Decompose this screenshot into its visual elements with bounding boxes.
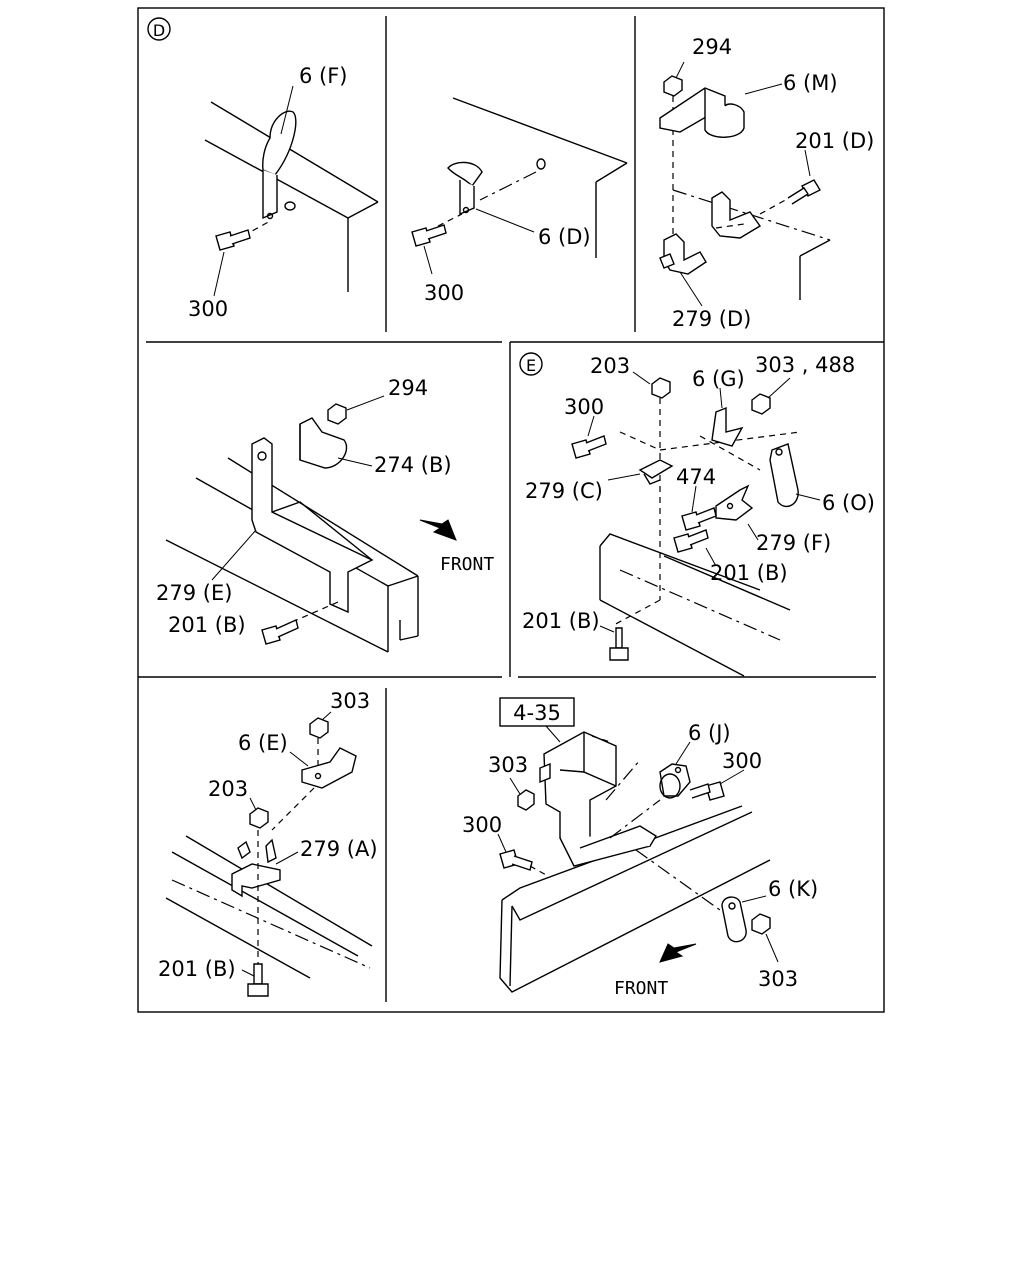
bracket-279c: [638, 459, 674, 485]
label-ref-4-35: 4-35: [513, 701, 561, 725]
nut-203: [651, 377, 671, 399]
label-6k: 6 (K): [768, 877, 818, 901]
nut-294: [663, 75, 683, 97]
label-6f: 6 (F): [299, 64, 348, 88]
bolt-201b: [247, 963, 269, 997]
nut-294: [327, 403, 347, 425]
label-front: FRONT: [614, 978, 668, 999]
front-arrow: [419, 519, 457, 541]
label-303-lower: 303: [758, 967, 798, 991]
bolt-201b-upper: [673, 529, 709, 553]
label-203: 203: [590, 354, 630, 378]
label-6o: 6 (O): [822, 491, 875, 515]
bolt-474: [681, 507, 717, 531]
leader-line: [479, 171, 537, 201]
svg-text:E: E: [526, 356, 536, 375]
svg-text:D: D: [153, 21, 165, 40]
bolt-201b: [261, 619, 299, 645]
nut-303: [309, 717, 329, 739]
label-201b-lower: 201 (B): [522, 609, 600, 633]
label-294: 294: [692, 35, 732, 59]
label-300-right: 300: [722, 749, 762, 773]
clamp-6j: [659, 763, 691, 799]
label-201b: 201 (B): [168, 613, 246, 637]
bracket-279d: [659, 233, 707, 275]
clamp-6k: [721, 896, 747, 943]
label-201d: 201 (D): [795, 129, 874, 153]
bolt-201b-lower: [609, 627, 629, 661]
frame-rail: [672, 189, 831, 300]
label-300: 300: [564, 395, 604, 419]
bolt-300-right: [689, 781, 725, 801]
label-300: 300: [424, 281, 464, 305]
bracket-upper: [539, 731, 657, 867]
bolt-300-left: [499, 849, 533, 871]
panel-e: E: [519, 352, 875, 677]
label-279c: 279 (C): [525, 479, 603, 503]
label-300: 300: [188, 297, 228, 321]
label-279d: 279 (D): [672, 307, 751, 331]
panel-d-middle: 6 (D) 300: [411, 97, 628, 305]
label-279a: 279 (A): [300, 837, 378, 861]
bracket-6e: [301, 747, 357, 789]
bolt-300: [215, 229, 251, 251]
panel-bracket-6j-6k: 4-35: [462, 697, 818, 999]
frame-rail: [452, 97, 628, 258]
clip-6f: [262, 110, 297, 220]
label-303-488: 303 , 488: [755, 353, 855, 377]
label-303: 303: [330, 689, 370, 713]
panel-d-left: D 6 (F) 300: [147, 17, 379, 321]
label-6e: 6 (E): [238, 731, 288, 755]
panel-marker-d: D: [147, 17, 171, 41]
label-279e: 279 (E): [156, 581, 232, 605]
label-6m: 6 (M): [783, 71, 838, 95]
reference-box: 4-35: [499, 697, 575, 727]
bolt-300: [571, 435, 607, 459]
label-6j: 6 (J): [688, 721, 731, 745]
clamp-6o: [769, 443, 799, 508]
bracket-279f: [715, 484, 754, 521]
frame-rail: [165, 835, 373, 979]
label-274b: 274 (B): [374, 453, 452, 477]
leader-line: [437, 213, 463, 227]
clip-6d: [447, 161, 483, 216]
label-201b: 201 (B): [158, 957, 236, 981]
label-300-left: 300: [462, 813, 502, 837]
panel-bracket-279a: 303 6 (E) 203 279 (A) 201 (B): [158, 689, 378, 997]
label-279f: 279 (F): [756, 531, 831, 555]
label-294: 294: [388, 376, 428, 400]
nut-303-488: [751, 393, 771, 415]
panel-marker-e: E: [519, 352, 543, 376]
panel-bracket-279e: 294 274 (B) FRONT 279 (E) 201 (B): [156, 376, 494, 653]
frame-rail: [599, 533, 791, 677]
panel-d-right: 294 6 (M) 201 (D) 279 (D): [659, 35, 874, 331]
label-203: 203: [208, 777, 248, 801]
bolt-300: [411, 224, 447, 247]
mount-hole: [536, 158, 546, 170]
label-201b-upper: 201 (B): [710, 561, 788, 585]
nut-203: [249, 807, 269, 829]
nut-303-lower: [751, 913, 771, 935]
frame-rail: [499, 805, 771, 993]
mount-hole: [284, 201, 296, 211]
label-303-upper: 303: [488, 753, 528, 777]
clamp-274b: [299, 417, 348, 469]
label-6g: 6 (G): [692, 367, 745, 391]
bolt-201d: [787, 179, 821, 205]
front-arrow: [659, 943, 697, 963]
label-6d: 6 (D): [538, 225, 591, 249]
leader-line: [291, 601, 339, 623]
bracket-upper: [711, 191, 762, 239]
clamp-6m: [659, 87, 745, 138]
panel-frame: [137, 7, 885, 1013]
label-front: FRONT: [440, 554, 494, 575]
label-474: 474: [676, 465, 716, 489]
bracket-6g: [711, 406, 744, 447]
bracket-279a: [231, 838, 281, 898]
bracket-279e: [251, 437, 374, 614]
nut-303-upper: [517, 789, 535, 811]
